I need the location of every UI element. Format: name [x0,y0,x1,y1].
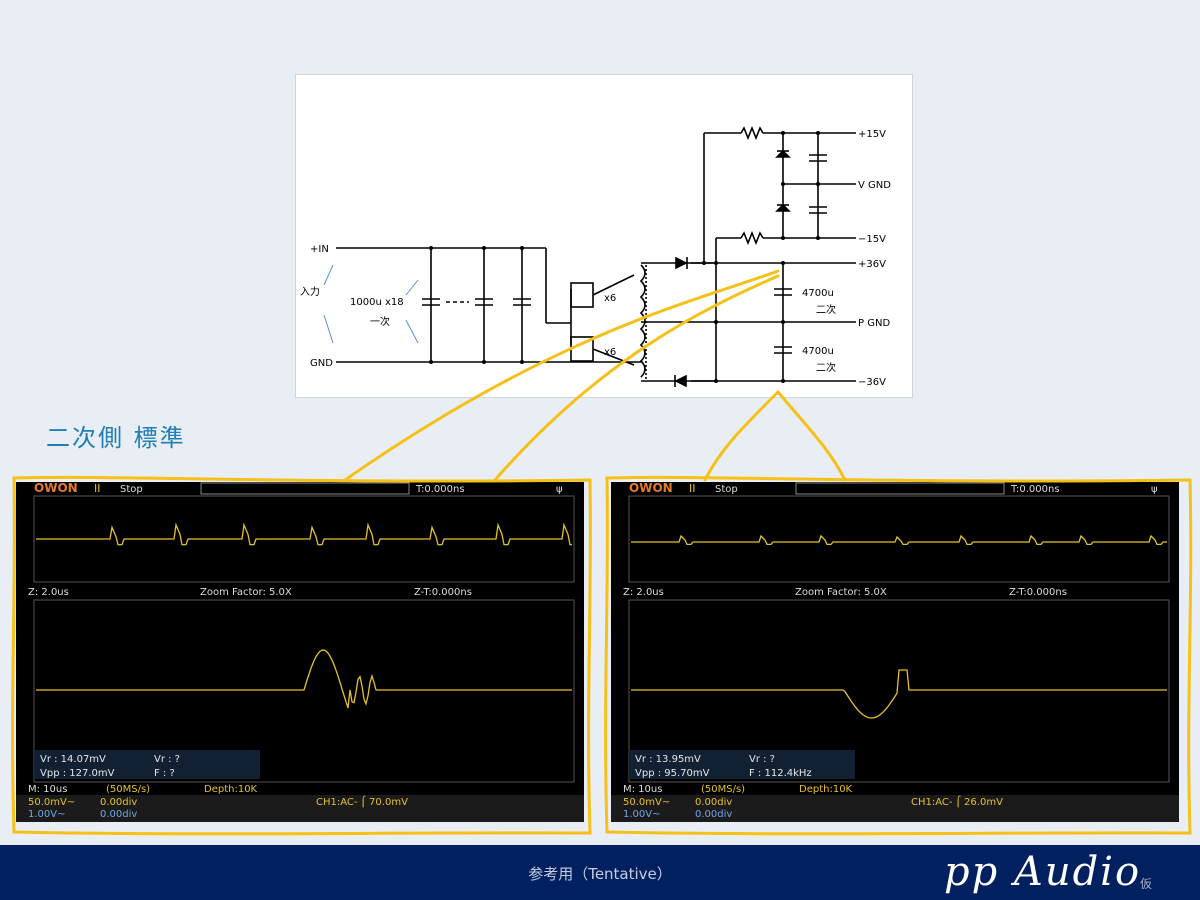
brand-kana: 仮 [1140,877,1153,891]
scope-2-trigger: CH1:AC- ⌠ 26.0mV [911,795,1003,808]
label-out-p15: +15V [858,129,886,140]
scope-1-zoom-factor: Zoom Factor: 5.0X [200,587,292,598]
scope-2-sample-rate: (50MS/s) [701,784,745,795]
scope-1-zoom-zt: Z-T:0.000ns [414,587,472,598]
scope-2-ch1-offset: 0.00div [695,797,732,808]
label-plus-in: +IN [310,244,329,255]
scope-2-ch2-vr: Vr : ? [749,754,775,765]
scope-1-ch1-offset: 0.00div [100,797,137,808]
label-out-pgnd: P GND [858,318,890,329]
oscilloscope-screen-1: OWON II Stop T:0.000ns ψ Z: 2.0us Zoom F… [16,482,584,822]
scope-1-ch1-vr: Vr : 14.07mV [40,754,106,765]
power-supply-schematic: +IN GND 入力 1000u x18 一次 x6 x6 +15V V GND… [300,125,891,388]
label-out-m36: −36V [858,377,886,388]
label-secondary-bottom: 二次 [816,361,836,374]
scope-1-ch1-scale: 50.0mV~ [28,797,75,808]
scope-1-display: OWON II Stop T:0.000ns ψ Z: 2.0us Zoom F… [16,482,584,822]
scope-2-zoom-zt: Z-T:0.000ns [1009,587,1067,598]
scope-1-main-trace [36,649,572,709]
scope-1-sample-rate: (50MS/s) [106,784,150,795]
scope-2-ch1-scale: 50.0mV~ [623,797,670,808]
label-cap-bottom: 4700u [802,346,834,357]
scope-2-ch2-scale: 1.00V~ [623,809,661,820]
scope-2-zoom-z: Z: 2.0us [623,587,664,598]
scope-1-trigger-time: T:0.000ns [415,484,465,495]
oscilloscope-screen-2: OWON II Stop T:0.000ns ψ Z: 2.0us Zoom F… [611,482,1179,822]
scope-2-zoom-factor: Zoom Factor: 5.0X [795,587,887,598]
scope-1-zoom-z: Z: 2.0us [28,587,69,598]
label-secondary-top: 二次 [816,303,836,316]
scope-1-ch2-vr: Vr : ? [154,754,180,765]
scope-2-main-trace [631,669,1167,719]
scope-2-brand: OWON [629,482,673,495]
label-out-vgnd: V GND [858,180,891,191]
scope-1-memory-bar [200,482,410,495]
scope-1-depth: Depth:10K [204,784,258,795]
scope-2-trigger-time: T:0.000ns [1010,484,1060,495]
footer-bar: 参考用（Tentative） pp Audio 仮 [0,845,1200,900]
label-cap-top: 4700u [802,288,834,299]
scope-2-ch1-vpp: Vpp : 95.70mV [635,768,710,779]
scope-2-run-state: Stop [715,484,738,495]
brand-logo: pp Audio [944,849,1142,895]
label-fet-top: x6 [604,293,616,304]
schematic-panel: +IN GND 入力 1000u x18 一次 x6 x6 +15V V GND… [295,74,913,398]
scope-1-usb-icon: ψ [556,484,563,495]
scope-2-overview-trace [631,534,1167,546]
label-fet-bottom: x6 [604,347,616,358]
scope-1-ch2-offset: 0.00div [100,809,137,820]
scope-2-memory-bar [795,482,1005,495]
scope-2-ch2-offset: 0.00div [695,809,732,820]
label-out-m15: −15V [858,234,886,245]
scope-1-trigger: CH1:AC- ⌠ 70.0mV [316,795,408,808]
scope-1-overview-trace [36,522,572,546]
scope-2-display: OWON II Stop T:0.000ns ψ Z: 2.0us Zoom F… [611,482,1179,822]
footer-note: 参考用（Tentative） [528,865,672,883]
section-title: 二次側 標準 [46,424,186,452]
scope-2-ch1-freq: F : 112.4kHz [749,768,812,779]
scope-2-depth: Depth:10K [799,784,853,795]
scope-1-run-state: Stop [120,484,143,495]
scope-1-timebase: M: 10us [28,784,67,795]
label-out-p36: +36V [858,259,886,270]
label-input: 入力 [300,285,320,298]
label-primary: 一次 [370,315,390,328]
scope-1-ch2-scale: 1.00V~ [28,809,66,820]
scope-1-pause-icon: II [94,482,101,495]
scope-2-usb-icon: ψ [1151,484,1158,495]
label-cap-bank: 1000u x18 [350,297,404,308]
scope-2-timebase: M: 10us [623,784,662,795]
label-gnd: GND [310,358,333,369]
scope-2-ch1-vr: Vr : 13.95mV [635,754,701,765]
scope-1-ch1-freq: F : ? [154,768,175,779]
scope-1-ch1-vpp: Vpp : 127.0mV [40,768,115,779]
scope-2-pause-icon: II [689,482,696,495]
scope-1-brand: OWON [34,482,78,495]
